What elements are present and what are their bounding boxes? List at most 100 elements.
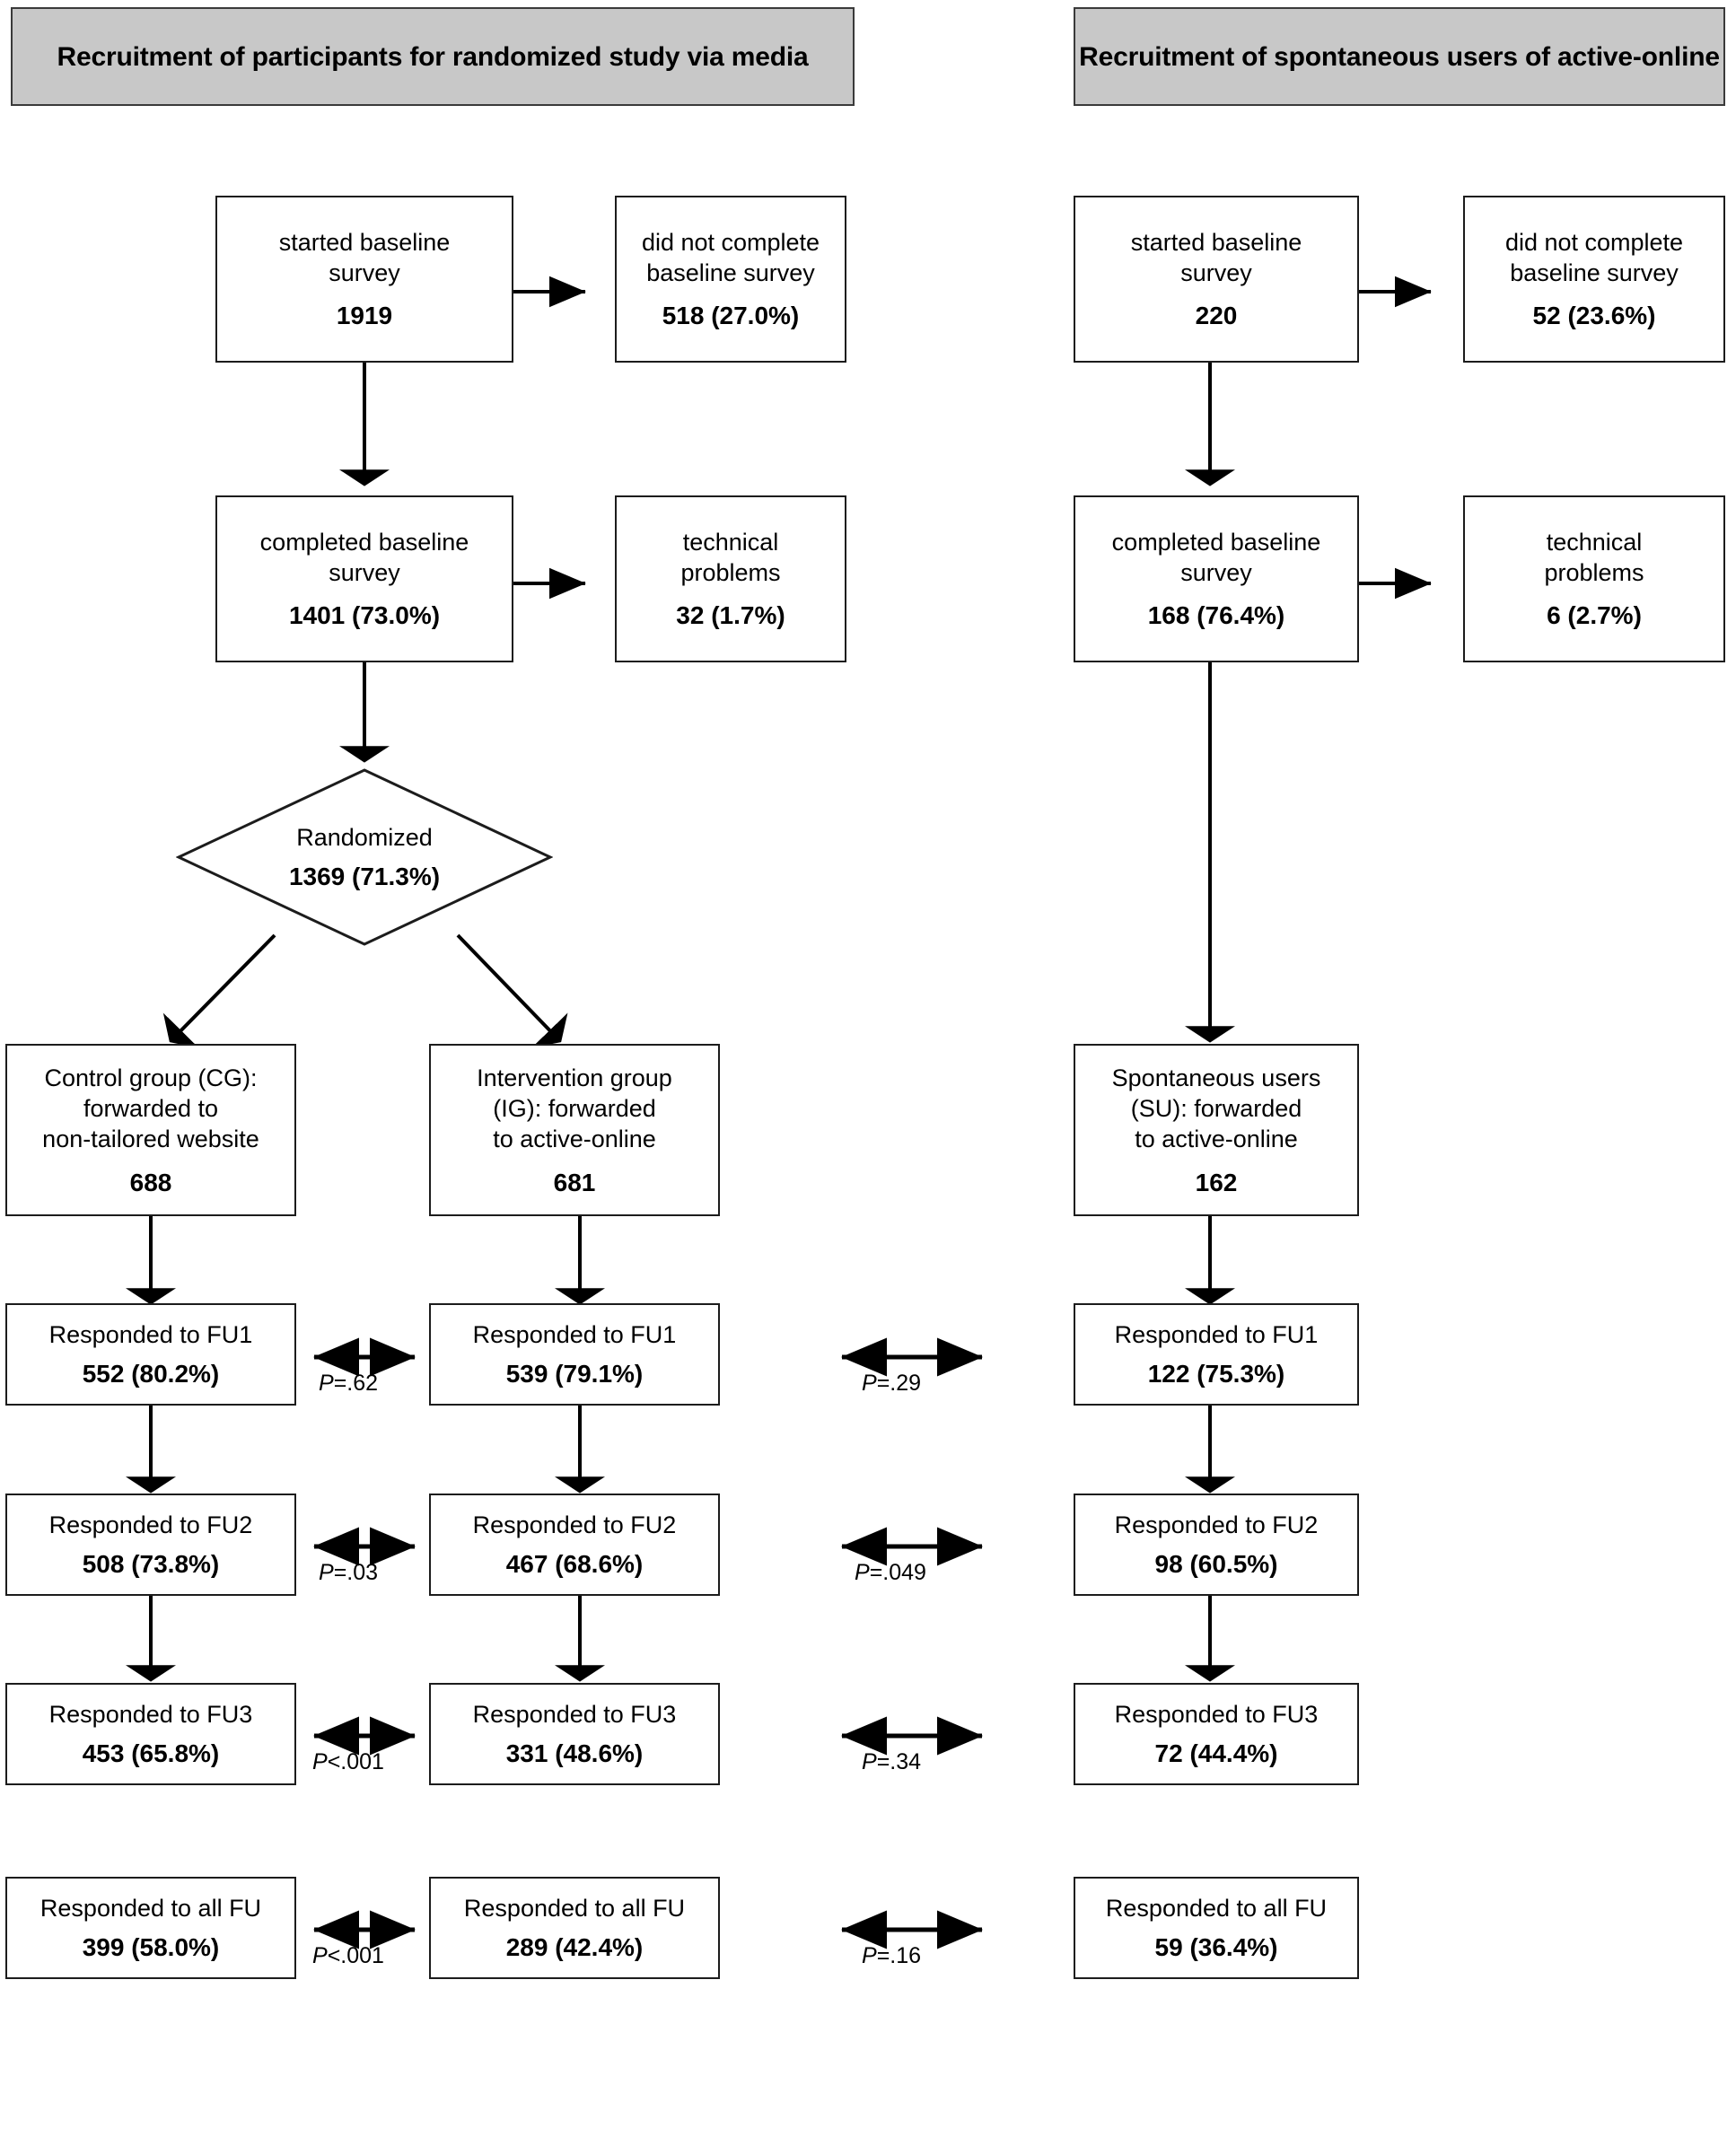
node-value: 1919 <box>336 302 393 330</box>
node-left-did-not-complete-baseline-survey[interactable]: did not complete baseline survey 518 (27… <box>615 196 846 363</box>
node-label: Responded to FU2 <box>1114 1511 1319 1539</box>
pvalue-symbol: P <box>862 1371 877 1396</box>
node-label: Responded to FU2 <box>48 1511 253 1539</box>
header-banner-left: Recruitment of participants for randomiz… <box>11 7 855 106</box>
node-intervention-group[interactable]: Intervention group (IG): forwarded to ac… <box>429 1044 720 1216</box>
node-label: Responded to FU1 <box>48 1321 253 1349</box>
node-value: 289 (42.4%) <box>505 1933 644 1962</box>
pvalue-number: =.049 <box>869 1560 926 1585</box>
node-label: Spontaneous users (SU): forwarded to act… <box>1111 1064 1321 1153</box>
node-value: 539 (79.1%) <box>505 1360 644 1388</box>
node-value: 1401 (73.0%) <box>288 601 441 630</box>
node-value: 453 (65.8%) <box>82 1739 220 1768</box>
node-cg-responded-fu1[interactable]: Responded to FU1 552 (80.2%) <box>5 1303 296 1406</box>
pvalue-number: =.34 <box>876 1749 922 1774</box>
header-banner-right-text: Recruitment of spontaneous users of acti… <box>1079 41 1720 72</box>
pvalue-ig-su-fu2: P=.049 <box>855 1560 926 1586</box>
node-value: 162 <box>1195 1168 1238 1196</box>
node-ig-responded-fu2[interactable]: Responded to FU2 467 (68.6%) <box>429 1494 720 1596</box>
pvalue-symbol: P <box>312 1749 328 1774</box>
pvalue-number: =.62 <box>333 1371 379 1396</box>
pvalue-symbol: P <box>855 1560 870 1585</box>
node-cg-responded-fu2[interactable]: Responded to FU2 508 (73.8%) <box>5 1494 296 1596</box>
pvalue-cg-ig-all: P<.001 <box>312 1943 384 1969</box>
node-right-completed-baseline-survey[interactable]: completed baseline survey 168 (76.4%) <box>1074 495 1359 662</box>
node-label: completed baseline survey <box>259 528 469 587</box>
node-su-responded-fu1[interactable]: Responded to FU1 122 (75.3%) <box>1074 1303 1359 1406</box>
pvalue-cg-ig-fu1: P=.62 <box>319 1371 378 1397</box>
node-label: Responded to all FU <box>1105 1895 1328 1923</box>
node-label: Responded to all FU <box>39 1895 262 1923</box>
node-value: 331 (48.6%) <box>505 1739 644 1768</box>
node-right-did-not-complete-baseline-survey[interactable]: did not complete baseline survey 52 (23.… <box>1463 196 1725 363</box>
node-spontaneous-users[interactable]: Spontaneous users (SU): forwarded to act… <box>1074 1044 1359 1216</box>
node-value: 681 <box>553 1168 596 1196</box>
pvalue-symbol: P <box>862 1943 877 1968</box>
node-label: technical problems <box>1544 528 1644 587</box>
node-label: Control group (CG): forwarded to non-tai… <box>42 1064 259 1153</box>
node-value: 6 (2.7%) <box>1547 601 1642 630</box>
pvalue-symbol: P <box>319 1371 334 1396</box>
node-value: 32 (1.7%) <box>676 601 785 630</box>
pvalue-number: =.29 <box>876 1371 922 1396</box>
pvalue-symbol: P <box>312 1943 328 1968</box>
pvalue-number: <.001 <box>327 1943 384 1968</box>
node-value: 72 (44.4%) <box>1154 1739 1278 1768</box>
node-value: 399 (58.0%) <box>82 1933 220 1962</box>
node-left-started-baseline-survey[interactable]: started baseline survey 1919 <box>215 196 513 363</box>
node-value: 59 (36.4%) <box>1154 1933 1278 1962</box>
pvalue-ig-su-all: P=.16 <box>862 1943 921 1969</box>
node-right-started-baseline-survey[interactable]: started baseline survey 220 <box>1074 196 1359 363</box>
pvalue-cg-ig-fu2: P=.03 <box>319 1560 378 1586</box>
node-label: Intervention group (IG): forwarded to ac… <box>477 1064 672 1153</box>
node-cg-responded-fu3[interactable]: Responded to FU3 453 (65.8%) <box>5 1683 296 1785</box>
pvalue-number: =.03 <box>333 1560 379 1585</box>
node-ig-responded-all-fu[interactable]: Responded to all FU 289 (42.4%) <box>429 1877 720 1979</box>
node-randomized-diamond[interactable]: Randomized 1369 (71.3%) <box>176 767 553 947</box>
pvalue-number: =.16 <box>876 1943 922 1968</box>
node-value: 552 (80.2%) <box>82 1360 220 1388</box>
node-value: 508 (73.8%) <box>82 1550 220 1579</box>
pvalue-ig-su-fu1: P=.29 <box>862 1371 921 1397</box>
node-label: Responded to FU3 <box>1114 1701 1319 1729</box>
pvalue-symbol: P <box>862 1749 877 1774</box>
arrow-randomized-to-control <box>162 933 276 1048</box>
header-banner-left-text: Recruitment of participants for randomiz… <box>57 41 809 72</box>
pvalue-cg-ig-fu3: P<.001 <box>312 1749 384 1775</box>
node-control-group[interactable]: Control group (CG): forwarded to non-tai… <box>5 1044 296 1216</box>
node-value: 467 (68.6%) <box>505 1550 644 1579</box>
node-label: Responded to all FU <box>463 1895 686 1923</box>
node-value: 98 (60.5%) <box>1154 1550 1278 1579</box>
node-left-technical-problems[interactable]: technical problems 32 (1.7%) <box>615 495 846 662</box>
node-su-responded-all-fu[interactable]: Responded to all FU 59 (36.4%) <box>1074 1877 1359 1979</box>
node-value: 168 (76.4%) <box>1147 601 1285 630</box>
node-label: did not complete baseline survey <box>1504 228 1684 287</box>
node-value: 518 (27.0%) <box>662 302 800 330</box>
node-value: 220 <box>1195 302 1238 330</box>
node-label: Responded to FU2 <box>472 1511 677 1539</box>
pvalue-ig-su-fu3: P=.34 <box>862 1749 921 1775</box>
pvalue-number: <.001 <box>327 1749 384 1774</box>
node-label: started baseline survey <box>278 228 451 287</box>
pvalue-symbol: P <box>319 1560 334 1585</box>
node-su-responded-fu2[interactable]: Responded to FU2 98 (60.5%) <box>1074 1494 1359 1596</box>
node-right-technical-problems[interactable]: technical problems 6 (2.7%) <box>1463 495 1725 662</box>
node-label: completed baseline survey <box>1111 528 1321 587</box>
node-label: technical problems <box>680 528 781 587</box>
node-cg-responded-all-fu[interactable]: Responded to all FU 399 (58.0%) <box>5 1877 296 1979</box>
node-left-completed-baseline-survey[interactable]: completed baseline survey 1401 (73.0%) <box>215 495 513 662</box>
node-su-responded-fu3[interactable]: Responded to FU3 72 (44.4%) <box>1074 1683 1359 1785</box>
node-ig-responded-fu1[interactable]: Responded to FU1 539 (79.1%) <box>429 1303 720 1406</box>
node-label: Responded to FU3 <box>472 1701 677 1729</box>
node-value: 688 <box>129 1168 172 1196</box>
arrow-randomized-to-intervention <box>456 933 568 1048</box>
node-label: started baseline survey <box>1130 228 1302 287</box>
node-value: 52 (23.6%) <box>1532 302 1656 330</box>
node-ig-responded-fu3[interactable]: Responded to FU3 331 (48.6%) <box>429 1683 720 1785</box>
node-label: Responded to FU3 <box>48 1701 253 1729</box>
node-value: 122 (75.3%) <box>1147 1360 1285 1388</box>
node-label: Responded to FU1 <box>1114 1321 1319 1349</box>
header-banner-right: Recruitment of spontaneous users of acti… <box>1074 7 1725 106</box>
node-label: Responded to FU1 <box>472 1321 677 1349</box>
